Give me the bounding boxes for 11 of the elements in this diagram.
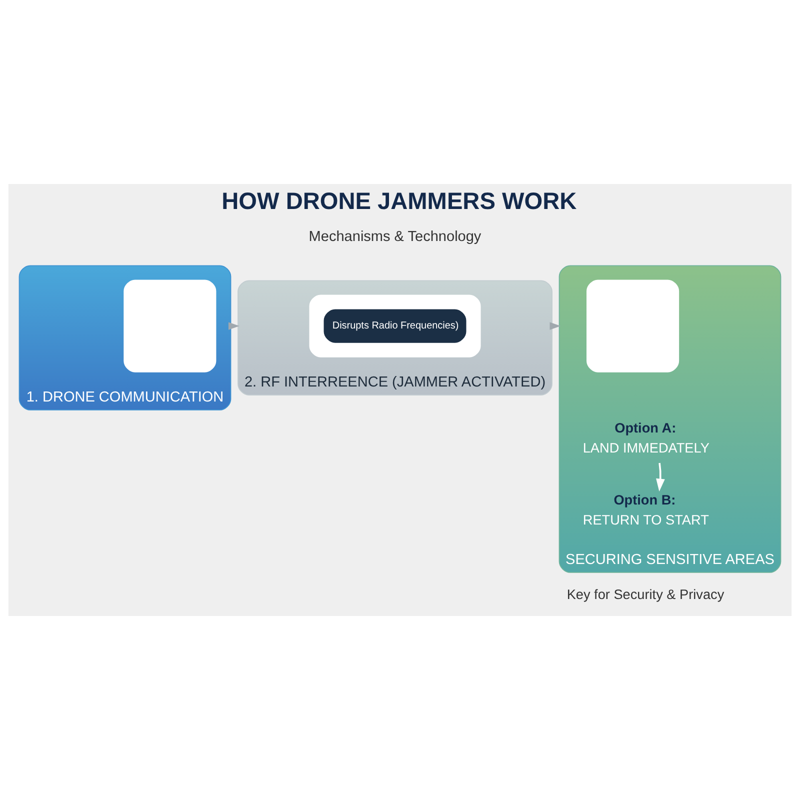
node-box: Disrupts Radio Frequencies)	[324, 309, 466, 343]
caption: Key for Security & Privacy	[566, 587, 724, 602]
node-box	[124, 280, 216, 372]
cluster: 1. DRONE COMMUNICATION	[18, 265, 232, 410]
cluster	[309, 294, 481, 358]
node-box	[586, 280, 680, 372]
node-text: Option A: LAND IMMEDATELY	[582, 420, 710, 456]
node-text: Option B: RETURN TO START	[582, 492, 709, 528]
label: Mechanisms & Technology	[308, 228, 482, 245]
diagram-title: HOW DRONE JAMMERS WORK	[222, 188, 577, 214]
arrow	[656, 462, 665, 492]
